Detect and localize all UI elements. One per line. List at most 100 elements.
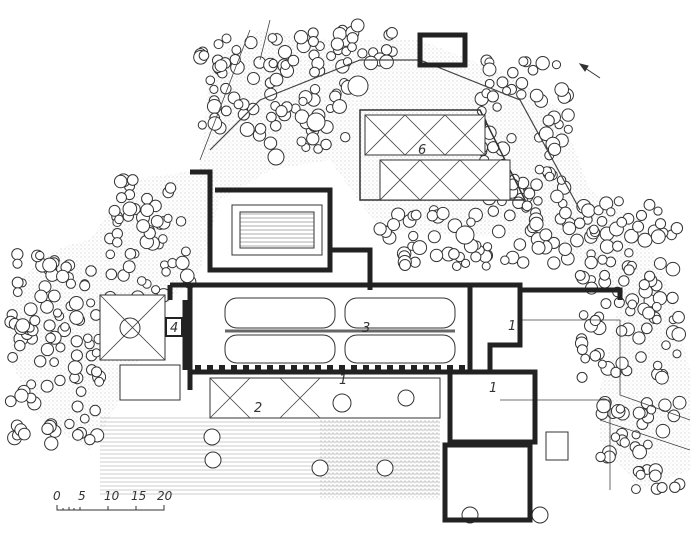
pier [411, 365, 417, 371]
piers [195, 365, 465, 371]
tree [75, 386, 87, 397]
tree [666, 291, 679, 305]
label-4: 4 [170, 321, 178, 336]
tree [612, 240, 624, 252]
tree [530, 178, 543, 191]
tree [561, 108, 575, 122]
tree [436, 206, 450, 221]
wooded-areas [10, 30, 690, 490]
tree [451, 261, 462, 272]
tree [570, 233, 584, 248]
tree [635, 209, 648, 221]
tree [161, 267, 171, 277]
tree [117, 269, 130, 282]
tree [311, 459, 329, 477]
scale-tick-20: 20 [157, 489, 173, 503]
tree [64, 418, 75, 430]
tree [164, 182, 177, 194]
tree [247, 71, 260, 85]
tree [347, 42, 357, 53]
tree [600, 298, 612, 309]
tree [326, 51, 337, 61]
tree [500, 255, 510, 265]
tree [71, 400, 84, 413]
pier [315, 365, 321, 371]
tree [597, 254, 608, 265]
tree [527, 64, 539, 76]
tree [578, 310, 589, 320]
tree [487, 205, 499, 217]
tree [641, 322, 653, 335]
tree [140, 203, 155, 218]
tree [79, 280, 91, 292]
tree [47, 289, 61, 303]
tree [649, 469, 662, 483]
tree [507, 66, 519, 79]
tree [650, 229, 666, 245]
tree [42, 257, 58, 273]
pier [291, 365, 297, 371]
tree [599, 239, 615, 254]
tree [332, 99, 347, 114]
tree [523, 187, 536, 200]
building-walls [167, 32, 623, 523]
tree [606, 207, 616, 217]
tree [269, 72, 284, 87]
tree [105, 249, 116, 260]
tree [482, 62, 497, 77]
tree [126, 174, 139, 186]
tree [330, 37, 344, 51]
tree [581, 203, 596, 218]
north-arrow-icon [578, 63, 601, 79]
tree [307, 36, 319, 47]
tree [544, 171, 555, 182]
tree [71, 429, 84, 441]
tree [70, 335, 83, 348]
tree [654, 218, 667, 230]
tree [122, 260, 136, 274]
tree [34, 355, 47, 368]
tree [94, 376, 105, 387]
tree [589, 224, 599, 235]
tree [108, 204, 121, 217]
label-1-courtyard: 1 [489, 381, 497, 396]
label-3: 3 [362, 321, 370, 336]
tree [246, 102, 260, 116]
tree [596, 398, 612, 414]
tree [12, 287, 23, 298]
tree [340, 132, 351, 143]
tree [43, 319, 56, 332]
tree [429, 248, 444, 263]
tree [584, 255, 598, 270]
tree [309, 83, 321, 95]
trees [4, 18, 687, 524]
tree [635, 469, 646, 480]
tree [573, 217, 586, 229]
tree [529, 88, 544, 103]
pier [435, 365, 441, 371]
tree [84, 433, 96, 446]
tree [486, 90, 499, 103]
tree [661, 340, 671, 350]
tree [233, 99, 244, 110]
tree [580, 353, 591, 364]
tree [576, 344, 588, 356]
tree [623, 264, 635, 276]
tree [599, 196, 614, 211]
pier [207, 365, 213, 371]
tree [653, 206, 663, 216]
tree [670, 221, 684, 235]
tree [7, 352, 18, 363]
tree [26, 379, 37, 390]
tree [82, 333, 93, 344]
tree [65, 278, 77, 289]
tree [610, 366, 622, 378]
label-1-south: 1 [339, 373, 347, 388]
tree [49, 357, 59, 368]
tree [114, 214, 124, 225]
tree [54, 374, 66, 387]
tree [151, 285, 161, 295]
tree [656, 482, 668, 493]
tree [470, 251, 482, 263]
